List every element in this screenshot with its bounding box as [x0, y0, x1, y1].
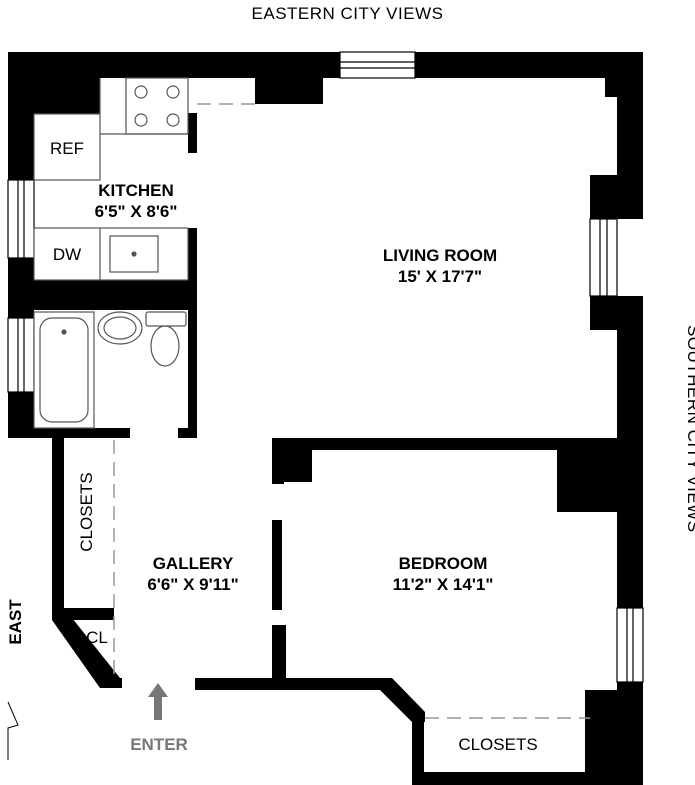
burner-icon: [166, 113, 180, 127]
wall-bottom: [412, 772, 643, 785]
wall-bath-bottom: [8, 428, 130, 438]
entry-arrow-icon: [148, 683, 168, 720]
wall-gallery-diagonal: [52, 608, 120, 688]
living-room-dims: 15' X 17'7": [397, 267, 483, 286]
refrigerator: [33, 113, 101, 181]
wall-kitchen-right-top: [188, 113, 197, 153]
east-side-label: SOUTHERN CITY VIEWS: [684, 325, 695, 533]
cl-label: CL: [86, 628, 108, 647]
bedroom-label: BEDROOM 11'2" X 14'1": [368, 553, 518, 595]
window-kitchen: [7, 179, 35, 259]
kitchen-dims: 6'5" X 8'6": [94, 202, 178, 221]
ref-label: REF: [50, 139, 84, 158]
toilet-bowl: [150, 325, 180, 367]
wall-bedroom-pier-left: [272, 438, 284, 484]
building-edge: [7, 701, 19, 760]
dw-label: DW: [52, 245, 82, 264]
enter-label: ENTER: [130, 735, 188, 754]
wall-gallery-bedroom-upper: [272, 520, 282, 610]
bathtub-inner: [39, 317, 89, 423]
north-label: EASTERN CITY VIEWS: [251, 4, 444, 23]
stove: [125, 77, 189, 135]
bedroom-name: BEDROOM: [398, 554, 488, 573]
wall-bath-door-jamb: [178, 428, 197, 438]
burner-icon: [134, 85, 148, 99]
wall-bedroom-corner: [557, 440, 643, 512]
burner-icon: [134, 113, 148, 127]
gallery-label: GALLERY 6'6" X 9'11": [128, 553, 258, 595]
windows: [7, 51, 644, 683]
wall-kitchen-right: [188, 228, 197, 310]
wall-right-pier-1: [590, 175, 643, 219]
wall-bottom-diagonal: [380, 678, 425, 722]
bedroom-closets-label: CLOSETS: [458, 735, 538, 754]
window-living: [589, 218, 618, 297]
living-room-label: LIVING ROOM 15' X 17'7": [355, 245, 525, 287]
wall-bath-right: [188, 310, 197, 438]
wall-left-top: [8, 52, 34, 180]
window-top: [339, 51, 416, 79]
entry-arrow: [7, 683, 168, 760]
wall-closet-left: [412, 712, 424, 785]
gallery-name: GALLERY: [152, 554, 234, 573]
openings: [113, 103, 590, 719]
wall-bottom-right-block: [585, 690, 643, 785]
west-side-label: EAST: [6, 599, 25, 645]
drain-icon: [131, 251, 137, 257]
wall-entry-right: [195, 678, 385, 690]
gallery-closets-label: CLOSETS: [77, 472, 96, 552]
wall-pier-top: [255, 52, 323, 104]
bath-sink-basin: [103, 316, 137, 340]
gallery-dims: 6'6" X 9'11": [147, 575, 239, 594]
wall-living-bedroom: [272, 438, 617, 450]
toilet-tank: [145, 311, 187, 327]
window-bath: [7, 317, 35, 393]
bedroom-dims: 11'2" X 14'1": [392, 575, 494, 594]
wall-kitchen-bath: [8, 280, 196, 310]
walls: [8, 52, 643, 785]
kitchen-label: KITCHEN 6'5" X 8'6": [66, 180, 206, 222]
wall-entry-left: [100, 678, 122, 688]
kitchen-name: KITCHEN: [98, 181, 174, 200]
window-bedroom: [616, 607, 644, 683]
wall-gallery-left: [52, 438, 64, 608]
drain-icon: [61, 329, 67, 335]
wall-gallery-bedroom-lower: [272, 625, 286, 690]
burner-icon: [166, 85, 180, 99]
living-room-name: LIVING ROOM: [382, 246, 498, 265]
fixtures: [33, 77, 189, 429]
